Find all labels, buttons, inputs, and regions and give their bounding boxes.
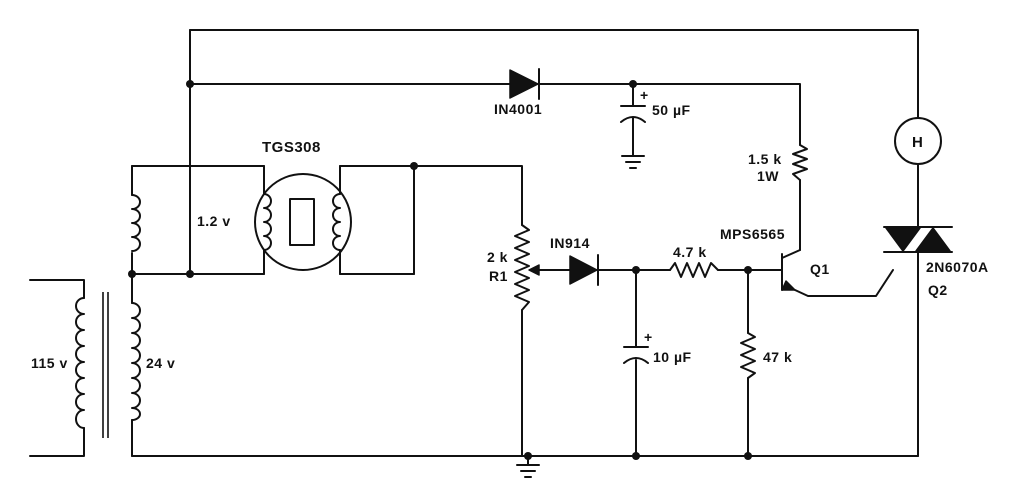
label-pot-2k: 2 k [487,249,508,265]
secondary-coil-lower [131,302,141,421]
diode-in914 [569,254,599,286]
resistor-4-7k [669,262,719,278]
resistor-47k [740,332,756,379]
diode-in4001 [509,68,540,100]
label-cap-50uf: 50 µF [652,102,691,118]
capacitor-50uf: + [620,87,649,123]
label-resistor-1w: 1W [757,168,779,184]
label-pot-r1: R1 [489,268,508,284]
label-resistor-1-5k: 1.5 k [748,151,782,167]
label-transistor-q1: Q1 [810,261,830,277]
label-heater-h: H [912,134,923,151]
labels: IN4001 50 µF TGS308 1.2 v 1.5 k 1W H MPS… [31,101,989,371]
capacitor-10uf: + [623,329,653,364]
gas-sensor-tgs308 [254,173,352,271]
label-cap-10uf: 10 µF [653,349,692,365]
potentiometer-r1 [514,224,540,311]
ground-symbol-top [621,155,645,169]
wiring [29,29,919,465]
label-transistor-mps6565: MPS6565 [720,226,785,242]
triac-2n6070a [883,226,953,253]
transistor-q1 [781,280,796,291]
label-diode-in914: IN914 [550,235,590,251]
label-triac-q2: Q2 [928,282,948,298]
label-secondary-24v: 24 v [146,355,175,371]
ground-symbol-bottom [516,464,540,478]
label-resistor-4-7k: 4.7 k [673,244,707,260]
secondary-coil-upper [131,194,141,252]
label-triac-2n6070a: 2N6070A [926,259,989,275]
label-heater-voltage: 1.2 v [197,213,231,229]
label-resistor-47k: 47 k [763,349,792,365]
resistor-1-5k [792,144,808,181]
transformer-core [102,292,109,438]
label-diode-in4001: IN4001 [494,101,542,117]
cap-c1-plus: + [640,87,649,103]
junction-dots [128,80,752,460]
label-primary-115v: 115 v [31,355,68,371]
label-sensor-tgs308: TGS308 [262,139,321,156]
primary-coil [75,297,85,429]
heater-element [894,117,942,165]
cap-c2-plus: + [644,329,653,345]
